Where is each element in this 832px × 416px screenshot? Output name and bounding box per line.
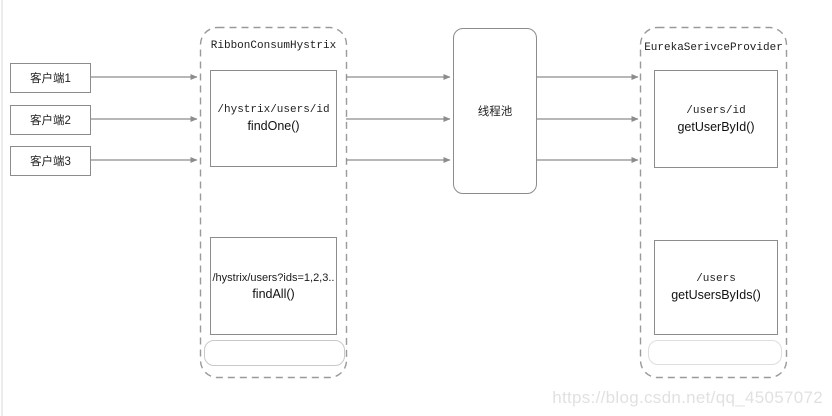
eureka-endpoint-getusersbyids-path: /users (696, 273, 736, 285)
client-node-3: 客户端3 (10, 146, 91, 176)
page-left-border (1, 0, 3, 416)
client-node-1: 客户端1 (10, 63, 91, 93)
ribbon-endpoint-findall-path: /hystrix/users?ids=1,2,3.. (212, 271, 335, 284)
ribbon-endpoint-findone-path: /hystrix/users/id (217, 104, 330, 116)
eureka-empty-slot (648, 340, 782, 365)
ribbon-endpoint-findone: /hystrix/users/id findOne() (210, 70, 337, 167)
client-node-1-label: 客户端1 (30, 73, 71, 85)
eureka-endpoint-getusersbyids: /users getUsersByIds() (654, 240, 778, 335)
client-node-2: 客户端2 (10, 105, 91, 135)
thread-pool-label: 线程池 (477, 106, 513, 118)
eureka-container-title: EurekaSerivceProvider (644, 42, 783, 54)
client-node-3-label: 客户端3 (30, 156, 71, 168)
watermark-url: https://blog.csdn.net/qq_45057072 (552, 388, 823, 407)
ribbon-endpoint-findone-method: findOne() (247, 119, 300, 133)
ribbon-endpoint-findall: /hystrix/users?ids=1,2,3.. findAll() (210, 237, 337, 335)
ribbon-container-title: RibbonConsumHystrix (210, 40, 337, 52)
ribbon-endpoint-findall-method: findAll() (252, 286, 295, 301)
client-node-2-label: 客户端2 (30, 115, 71, 127)
ribbon-empty-slot (204, 340, 345, 366)
thread-pool-node: 线程池 (453, 28, 537, 194)
eureka-endpoint-getuserbyid-method: getUserById() (677, 119, 755, 134)
eureka-endpoint-getusersbyids-method: getUsersByIds() (671, 288, 761, 302)
eureka-endpoint-getuserbyid-path: /users/id (686, 104, 746, 117)
eureka-endpoint-getuserbyid: /users/id getUserById() (654, 70, 778, 168)
